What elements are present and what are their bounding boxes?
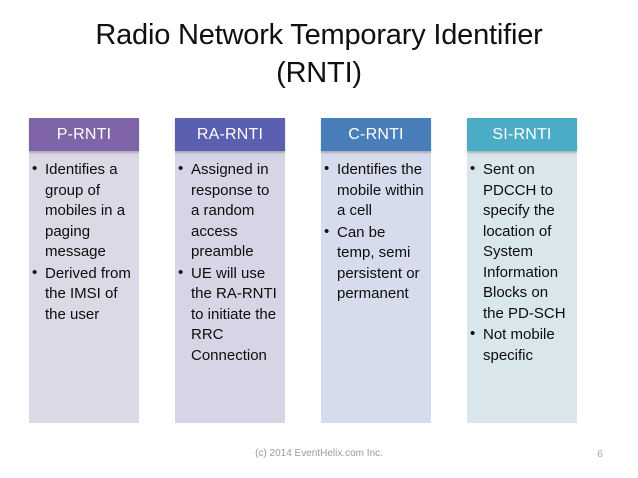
bullet-list-c-rnti: Identifies the mobile within a cell Can … xyxy=(323,159,427,305)
slide-footer: (c) 2014 EventHelix.com Inc. 6 xyxy=(0,447,638,467)
bullet-item: Identifies a group of mobiles in a pagin… xyxy=(31,159,135,263)
column-header-si-rnti: SI-RNTI xyxy=(467,118,577,151)
bullet-item: Identifies the mobile within a cell xyxy=(323,159,427,222)
column-body-si-rnti: Sent on PDCCH to specify the location of… xyxy=(467,151,577,423)
column-body-p-rnti: Identifies a group of mobiles in a pagin… xyxy=(29,151,139,423)
slide-title: Radio Network Temporary Identifier (RNTI… xyxy=(0,16,638,92)
column-c-rnti: C-RNTI Identifies the mobile within a ce… xyxy=(321,118,431,423)
bullet-item: UE will use the RA-RNTI to initiate the … xyxy=(177,263,281,367)
bullet-item: Derived from the IMSI of the user xyxy=(31,263,135,326)
footer-copyright: (c) 2014 EventHelix.com Inc. xyxy=(255,448,383,459)
column-body-c-rnti: Identifies the mobile within a cell Can … xyxy=(321,151,431,423)
bullet-item: Sent on PDCCH to specify the location of… xyxy=(469,159,573,324)
column-si-rnti: SI-RNTI Sent on PDCCH to specify the loc… xyxy=(467,118,577,423)
bullet-item: Not mobile specific xyxy=(469,324,573,366)
column-body-ra-rnti: Assigned in response to a random access … xyxy=(175,151,285,423)
bullet-list-p-rnti: Identifies a group of mobiles in a pagin… xyxy=(31,159,135,326)
footer-page-number: 6 xyxy=(597,448,603,460)
column-header-ra-rnti: RA-RNTI xyxy=(175,118,285,151)
column-header-p-rnti: P-RNTI xyxy=(29,118,139,151)
bullet-item: Assigned in response to a random access … xyxy=(177,159,281,263)
rnti-columns: P-RNTI Identifies a group of mobiles in … xyxy=(29,118,609,423)
bullet-list-si-rnti: Sent on PDCCH to specify the location of… xyxy=(469,159,573,366)
bullet-list-ra-rnti: Assigned in response to a random access … xyxy=(177,159,281,367)
bullet-item: Can be temp, semi persistent or permanen… xyxy=(323,222,427,305)
column-p-rnti: P-RNTI Identifies a group of mobiles in … xyxy=(29,118,139,423)
slide-title-line-1: Radio Network Temporary Identifier xyxy=(95,19,543,51)
slide-title-line-2: (RNTI) xyxy=(276,57,362,89)
column-ra-rnti: RA-RNTI Assigned in response to a random… xyxy=(175,118,285,423)
column-header-c-rnti: C-RNTI xyxy=(321,118,431,151)
